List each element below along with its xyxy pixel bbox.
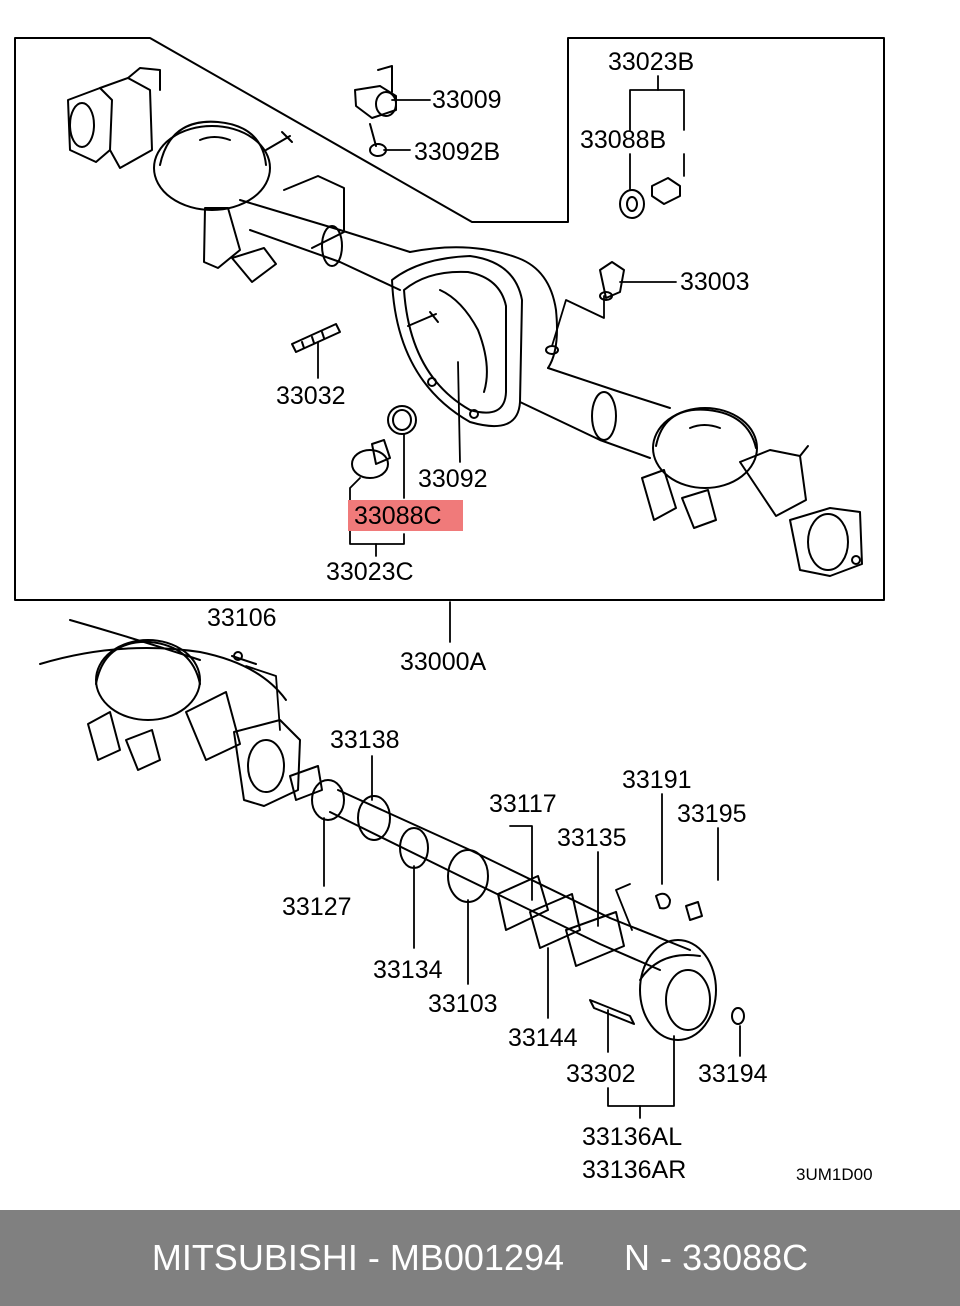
- inset-frame: [14, 37, 885, 601]
- filler-plug-33023C-drawing: [351, 439, 391, 479]
- parts-diagram: 33023B 33009 33092B 33088B 33003 33032 3…: [14, 37, 885, 1184]
- bolt-33092B-drawing: [369, 123, 387, 157]
- part-labels: 33023B 33009 33092B 33088B 33003 33032 3…: [207, 48, 873, 1184]
- part-label-33023C[interactable]: 33023C: [326, 558, 414, 586]
- part-label-33136AR[interactable]: 33136AR: [582, 1156, 686, 1184]
- part-label-33023B[interactable]: 33023B: [608, 48, 694, 76]
- part-label-33127[interactable]: 33127: [282, 893, 352, 921]
- footer-part-number: MB001294: [389, 1237, 565, 1278]
- footer-brand: MITSUBISHI: [151, 1237, 358, 1278]
- part-label-33106[interactable]: 33106: [207, 604, 277, 632]
- footer-bar: MITSUBISHI - MB001294 N - 33088C: [0, 1210, 960, 1306]
- part-label-33195[interactable]: 33195: [677, 800, 747, 828]
- part-label-33136AL[interactable]: 33136AL: [582, 1123, 682, 1151]
- drawing-code: 3UM1D00: [796, 1165, 873, 1184]
- part-label-33134[interactable]: 33134: [373, 956, 443, 984]
- gasket-33088C-drawing: [387, 405, 417, 435]
- part-label-33092[interactable]: 33092: [418, 465, 488, 493]
- part-label-33032[interactable]: 33032: [276, 382, 346, 410]
- axle-shaft-drawing: [39, 619, 745, 1041]
- part-label-33302[interactable]: 33302: [566, 1060, 636, 1088]
- part-label-33092B[interactable]: 33092B: [414, 138, 500, 166]
- part-label-33009[interactable]: 33009: [432, 86, 502, 114]
- part-label-33194[interactable]: 33194: [698, 1060, 768, 1088]
- footer-separator: -: [367, 1237, 380, 1278]
- drain-plug-33023B-drawing: [619, 177, 681, 219]
- part-label-33138[interactable]: 33138: [330, 726, 400, 754]
- stud-33032-drawing: [291, 323, 341, 353]
- highlight-box: [348, 500, 463, 531]
- leader-lines: [245, 75, 741, 1119]
- part-label-33103[interactable]: 33103: [428, 990, 498, 1018]
- part-label-33000A[interactable]: 33000A: [400, 648, 487, 676]
- footer-ref-number: 33088C: [682, 1237, 809, 1278]
- part-label-33117[interactable]: 33117: [489, 790, 557, 818]
- bracket-33009-drawing: [354, 65, 397, 119]
- part-label-33088B[interactable]: 33088B: [580, 126, 666, 154]
- breather-33003-drawing: [599, 261, 625, 301]
- part-label-33088C[interactable]: 33088C: [354, 502, 442, 530]
- footer-ref-prefix: N: [624, 1237, 651, 1278]
- part-label-33144[interactable]: 33144: [508, 1024, 578, 1052]
- part-label-33003[interactable]: 33003: [680, 268, 750, 296]
- footer-separator-2: -: [660, 1237, 673, 1278]
- part-label-33191[interactable]: 33191: [622, 766, 692, 794]
- part-label-33135[interactable]: 33135: [557, 824, 627, 852]
- axle-housing-drawing: [67, 67, 863, 577]
